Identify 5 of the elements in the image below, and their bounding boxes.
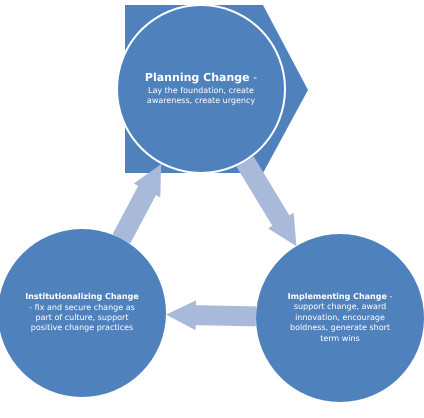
stage-title: Planning Change - bbox=[144, 71, 258, 86]
stage-description: Implementing Change - support change, award innovation, encourage boldness, generate short term wins bbox=[286, 292, 394, 344]
stage-description: Lay the foundation, create awareness, create urgency bbox=[146, 86, 256, 107]
stage-description: Institutionalizing Change - fix and secure change as part of culture, support positive change practices bbox=[24, 292, 140, 334]
arrow bbox=[166, 300, 256, 330]
